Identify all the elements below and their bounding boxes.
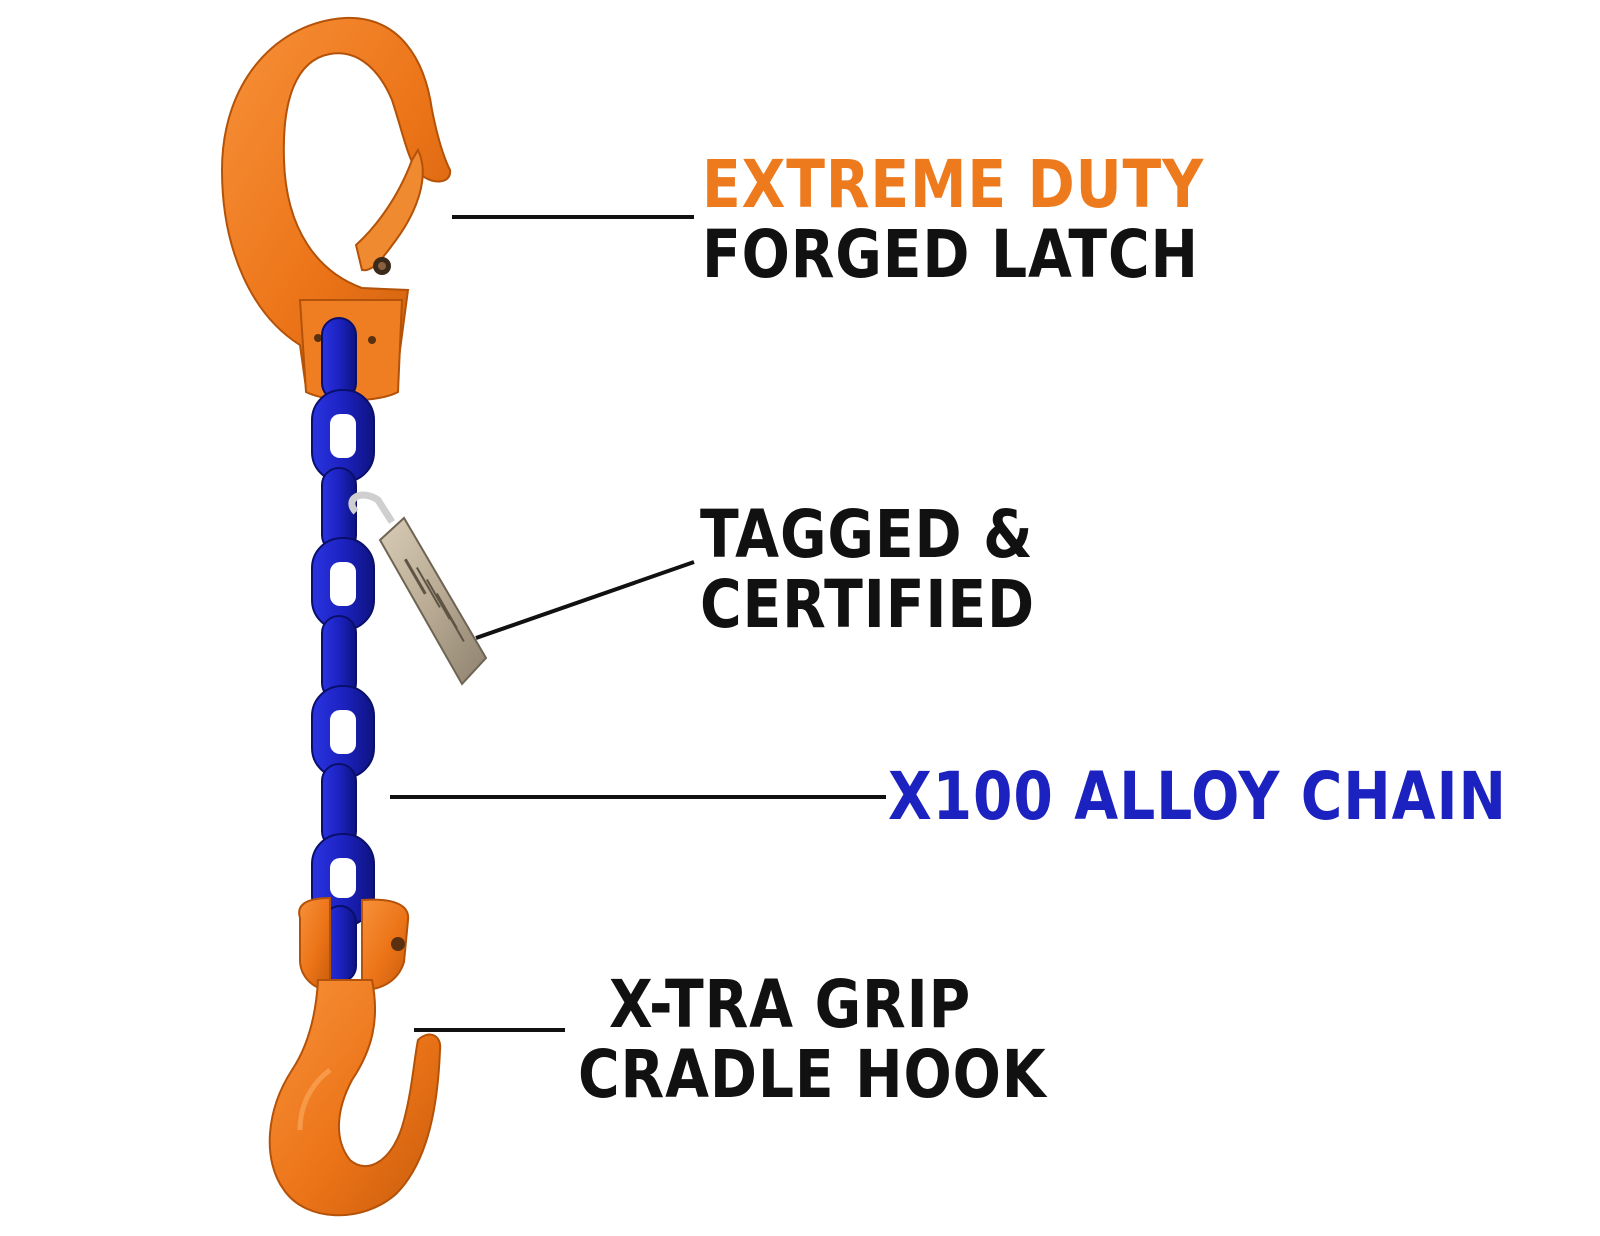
callout-chain-line1: X100 ALLOY CHAIN <box>888 758 1507 835</box>
callout-alloy-chain: X100 ALLOY CHAIN <box>888 762 1507 832</box>
callout-cradle-hook: X-TRA GRIP CRADLE HOOK <box>578 970 1047 1110</box>
callout-tag-line2: CERTIFIED <box>700 566 1035 643</box>
alloy-chain-icon <box>311 317 375 983</box>
certification-tag-icon <box>348 491 488 686</box>
callout-hook-line2: CRADLE HOOK <box>578 1036 1047 1113</box>
callout-latch-line2: FORGED LATCH <box>702 216 1199 293</box>
callout-forged-latch: EXTREME DUTY FORGED LATCH <box>702 150 1204 290</box>
leader-line-tag <box>475 560 695 640</box>
callout-latch-line1: EXTREME DUTY <box>702 146 1205 223</box>
cradle-hook-icon <box>268 896 442 1217</box>
callout-tag-line1: TAGGED & <box>700 496 1034 573</box>
leader-lines <box>390 215 886 1032</box>
callout-tagged-certified: TAGGED & CERTIFIED <box>700 500 1035 640</box>
callout-hook-line1: X-TRA GRIP <box>608 966 972 1043</box>
